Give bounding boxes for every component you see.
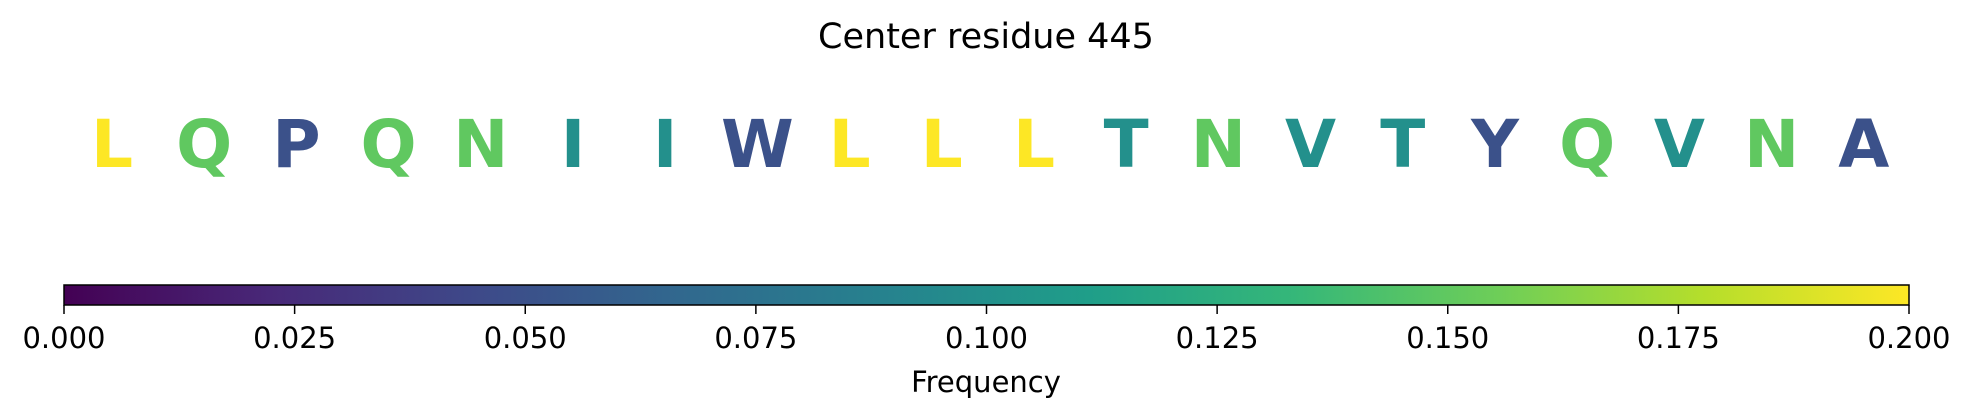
residue-letter: V: [1654, 106, 1705, 183]
residue-letter: I: [561, 106, 586, 183]
colorbar-tick-label: 0.025: [253, 321, 336, 355]
chart-title: Center residue 445: [818, 17, 1154, 57]
colorbar-tick-label: 0.075: [714, 321, 797, 355]
residue-letter: N: [1744, 106, 1799, 183]
colorbar-tick-label: 0.125: [1176, 321, 1259, 355]
colorbar-tick-label: 0.150: [1406, 321, 1489, 355]
colorbar-tick-label: 0.100: [945, 321, 1028, 355]
residue-letter: Q: [361, 106, 417, 183]
colorbar-label: Frequency: [911, 365, 1061, 399]
residue-letter: T: [1104, 106, 1149, 183]
residue-letter: Q: [176, 106, 232, 183]
residue-letter: T: [1380, 106, 1425, 183]
residue-letter: Y: [1470, 106, 1520, 183]
residue-letter: L: [1013, 106, 1055, 183]
residue-letter: N: [453, 106, 508, 183]
residue-letter: P: [272, 106, 320, 183]
colorbar: [63, 284, 1910, 306]
residue-letter: A: [1838, 106, 1889, 183]
colorbar-tick-label: 0.175: [1637, 321, 1720, 355]
colorbar-axis: 0.000 0.025 0.050 0.075 0.100 0.125 0.150 0.175…: [22, 305, 1951, 355]
residue-letter: Q: [1559, 106, 1615, 183]
colorbar-tick-label: 0.200: [1867, 321, 1950, 355]
residue-letter: N: [1191, 106, 1246, 183]
residue-letter: I: [653, 106, 678, 183]
residue-letter: W: [721, 106, 794, 183]
colorbar-tick-label: 0.000: [22, 321, 105, 355]
colorbar-tick-label: 0.050: [484, 321, 567, 355]
residue-letter: L: [91, 106, 133, 183]
residue-letter: V: [1285, 106, 1336, 183]
residue-letter: L: [829, 106, 871, 183]
residue-letter: L: [921, 106, 963, 183]
